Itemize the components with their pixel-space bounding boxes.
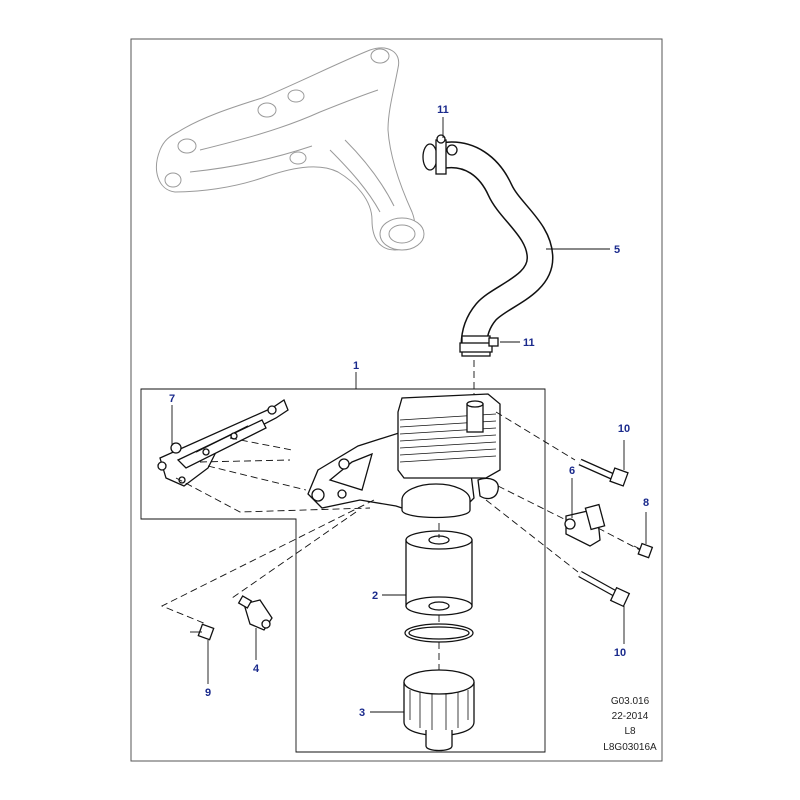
reference-illustration: L8G03016A xyxy=(603,742,657,753)
oil-cooler-gasket xyxy=(157,399,289,487)
callout-10-lower: 10 xyxy=(614,647,626,659)
oil-filter-element xyxy=(405,530,473,616)
reference-code: L8 xyxy=(624,726,636,737)
filter-o-ring xyxy=(404,623,474,643)
assembly-lines xyxy=(160,360,641,670)
oil-filter-housing xyxy=(307,393,501,519)
callout-4: 4 xyxy=(253,663,260,675)
callout-6: 6 xyxy=(569,465,575,477)
callout-11-lower: 11 xyxy=(523,337,535,349)
callout-11-upper: 11 xyxy=(437,104,449,116)
oil-pressure-switch xyxy=(237,595,273,631)
bolt-lower xyxy=(578,570,631,608)
callout-3: 3 xyxy=(359,707,365,719)
oil-pressure-sensor xyxy=(564,503,606,547)
callouts: 11 5 11 1 7 10 6 8 2 10 4 9 3 xyxy=(169,104,649,719)
callout-10-upper: 10 xyxy=(618,423,630,435)
callout-8: 8 xyxy=(643,497,649,509)
reference-block: G03.016 22-2014 L8 L8G03016A xyxy=(603,696,657,753)
mounting-bolt xyxy=(190,623,215,641)
callout-2: 2 xyxy=(372,590,378,602)
oil-filter-cap xyxy=(403,669,475,752)
bolt-upper xyxy=(578,458,629,487)
sensor-bolt xyxy=(633,542,654,559)
diagram-frame xyxy=(130,38,663,762)
assembly-group-outline xyxy=(140,388,546,753)
reference-date: 22-2014 xyxy=(612,711,649,722)
callout-5: 5 xyxy=(614,244,620,256)
breather-hose xyxy=(422,141,554,357)
hose-clip-lower xyxy=(488,337,499,347)
exhaust-manifold-ghost xyxy=(156,47,425,251)
leader-lines xyxy=(171,117,647,713)
callout-9: 9 xyxy=(205,687,211,699)
reference-group: G03.016 xyxy=(611,696,650,707)
callout-7: 7 xyxy=(169,393,175,405)
callout-1: 1 xyxy=(353,360,359,372)
